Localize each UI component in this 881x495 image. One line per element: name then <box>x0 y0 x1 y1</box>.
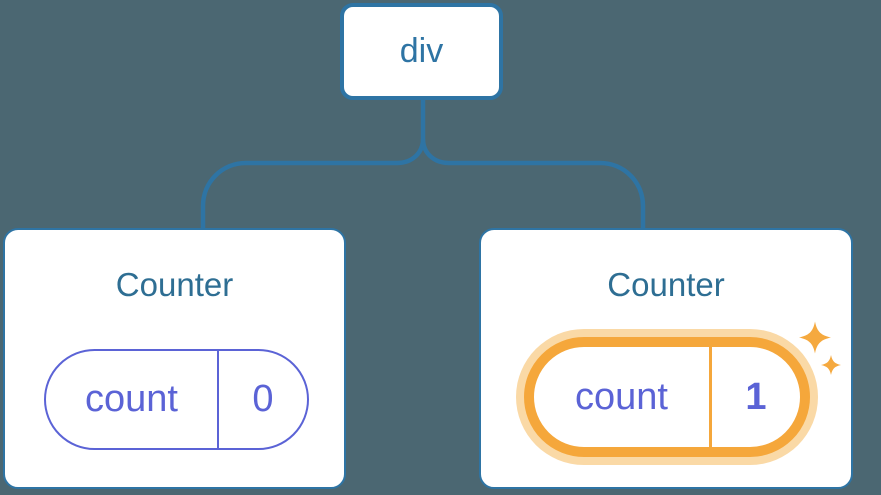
state-pill-left: count 0 <box>44 349 309 450</box>
state-value: 0 <box>252 378 274 420</box>
connector-branch-left <box>200 100 426 230</box>
counter-card-right: Counter count 1 <box>479 228 853 489</box>
counter-left-title: Counter <box>115 266 234 303</box>
state-key-label: count <box>534 347 712 447</box>
state-key-label: count <box>46 351 219 448</box>
root-node-label: div <box>399 32 444 70</box>
connector-branch-right <box>420 138 646 230</box>
root-node-div: div <box>340 3 503 100</box>
state-pill-highlighted: count 1 <box>524 337 810 457</box>
counter-right-title: Counter <box>607 266 725 303</box>
counter-card-left: Counter count 0 <box>3 228 346 489</box>
state-value: 1 <box>745 375 767 418</box>
